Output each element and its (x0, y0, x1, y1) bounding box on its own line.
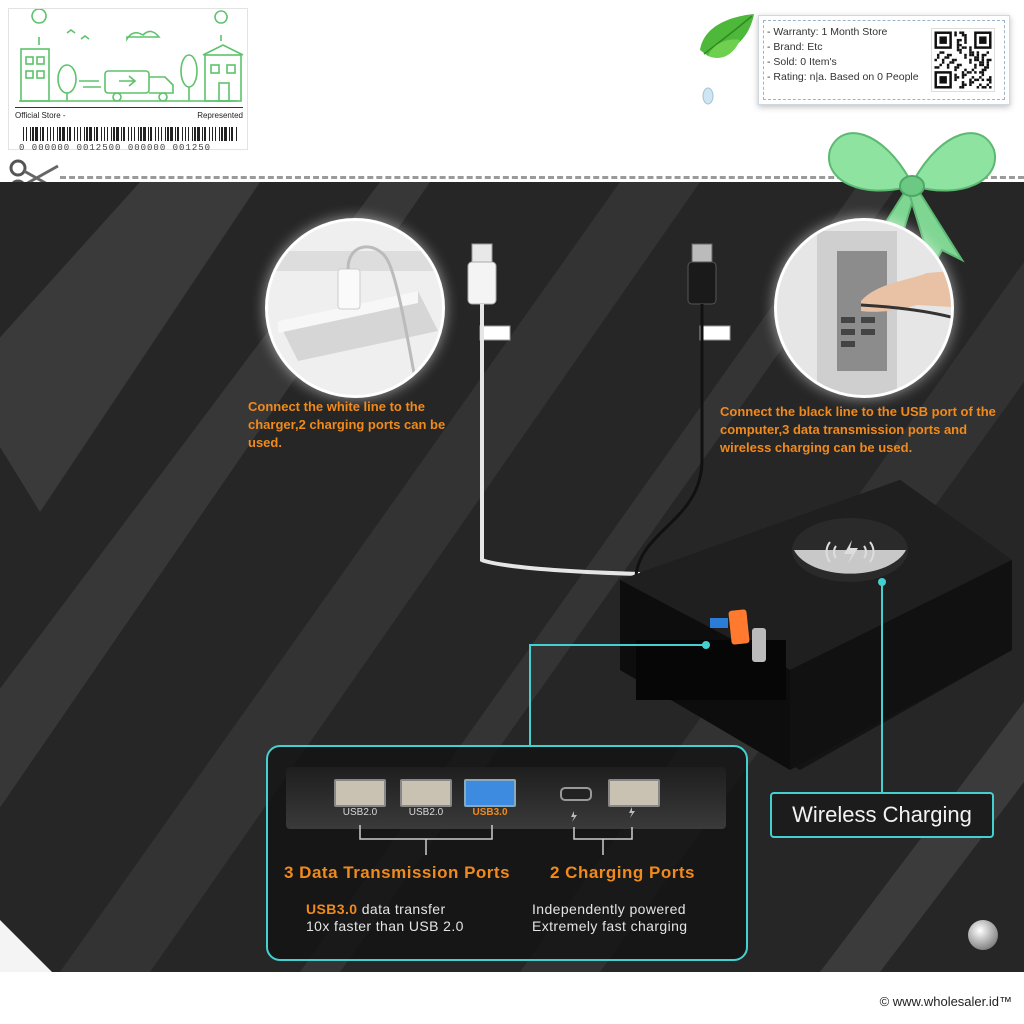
barcode-number: 0 000000 0012500 000000 001250 (19, 143, 212, 153)
pc-tower-illustration (777, 221, 951, 395)
store-represented-label: Represented (197, 110, 243, 120)
port-brackets (359, 807, 635, 855)
store-official-label: Official Store - (15, 110, 66, 120)
info-dashed-border (763, 20, 1005, 100)
warranty-text: - Warranty: 1 Month Store (767, 26, 888, 38)
store-card: Official Store - Represented 0 000000 00… (8, 8, 248, 153)
usb3-desc-line-2: 10x faster than USB 2.0 (306, 918, 464, 934)
store-illustration (19, 9, 244, 102)
header: Official Store - Represented 0 000000 00… (0, 0, 1024, 197)
usb2-label-1: USB2.0 (342, 807, 378, 818)
store-label-row: Official Store - Represented (15, 107, 243, 122)
charging-desc-line-1: Independently powered (532, 901, 686, 917)
product-info-box: - Warranty: 1 Month Store - Brand: Etc -… (758, 15, 1010, 105)
hub-device (620, 480, 1012, 770)
qr-code-icon (931, 28, 995, 92)
usb3-port (464, 779, 516, 807)
white-usb-plug (467, 243, 641, 576)
metal-knob (968, 920, 998, 950)
page-curl (0, 920, 56, 976)
wireless-charging-label: Wireless Charging (770, 792, 994, 838)
ports-detail-box: USB2.0 USB2.0 USB3.0 3 Data Transmission… (266, 745, 748, 961)
computer-photo (774, 218, 954, 398)
usb3-description: USB3.0 data transfer 10x faster than USB… (306, 901, 464, 935)
cut-line (60, 176, 1024, 179)
ports-strip (286, 767, 726, 829)
rating-text: - Rating: n|a. Based on 0 People (767, 71, 919, 83)
charger-photo (265, 218, 445, 398)
usb-c-port (560, 787, 592, 801)
wireless-charging-icon (825, 541, 875, 563)
usb2-port-2 (400, 779, 452, 807)
black-line-caption: Connect the black line to the USB port o… (720, 404, 996, 455)
wireless-charging-text: Wireless Charging (792, 802, 972, 827)
white-line-caption: Connect the white line to the charger,2 … (248, 399, 446, 450)
charging-desc-line-2: Extremely fast charging (532, 918, 688, 934)
charging-description: Independently powered Extremely fast cha… (532, 901, 687, 935)
copyright-text: © www.wholesaler.id™ (879, 994, 1012, 1009)
lightning-icon (844, 540, 858, 564)
usb3-desc-line-1: data transfer (357, 901, 446, 917)
lightning-icon (629, 807, 635, 818)
power-strip-illustration (268, 221, 442, 395)
brand-text: - Brand: Etc (767, 41, 823, 53)
barcode (23, 127, 237, 141)
usb2-label-2: USB2.0 (408, 807, 444, 818)
footer (0, 972, 1024, 1024)
leaf-icon (700, 14, 754, 105)
black-usb-plug (634, 243, 731, 577)
usb2-port-1 (334, 779, 386, 807)
usb3-highlight: USB3.0 (306, 901, 358, 917)
usb3-label: USB3.0 (472, 807, 508, 818)
lightning-icon (571, 811, 577, 822)
data-ports-title: 3 Data Transmission Ports (284, 863, 511, 882)
usb-charging-port (608, 779, 660, 807)
product-info-list: - Warranty: 1 Month Store - Brand: Etc -… (767, 25, 919, 85)
charging-ports-title: 2 Charging Ports (550, 863, 695, 882)
sold-text: - Sold: 0 Item's (767, 56, 837, 68)
